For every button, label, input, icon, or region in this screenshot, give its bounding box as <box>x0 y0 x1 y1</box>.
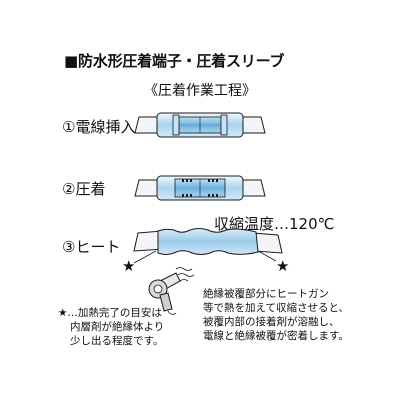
heating-guide-note: ★…加熱完了の目安は 内層剤が絶縁体より 少し出る程度です。 <box>58 306 164 348</box>
sleeve-insert-diagram <box>134 112 266 138</box>
step-crimp-label: ②圧着 <box>62 180 106 198</box>
step-insert-wire-label: ①電線挿入 <box>62 118 136 136</box>
star-icon: ★ <box>276 257 289 275</box>
step-heat-label: ③ヒート <box>62 238 121 256</box>
note-line: 被覆内部の接着剤が溶融し、 <box>203 316 340 328</box>
note-line: ★…加熱完了の目安は <box>58 307 162 319</box>
heat-gun-icon <box>148 267 195 315</box>
shrink-temperature-label: 収縮温度…120℃ <box>214 215 335 233</box>
sleeve-crimp-diagram <box>134 175 266 201</box>
process-subtitle: 《圧着作業工程》 <box>144 83 256 99</box>
note-line: 内層剤が絶縁体より <box>70 321 165 333</box>
star-icon: ★ <box>122 257 135 275</box>
page-title: ■防水形圧着端子・圧着スリーブ <box>64 52 285 70</box>
note-line: 絶縁被覆部分にヒートガン <box>203 288 329 300</box>
leader-right <box>257 250 277 262</box>
note-line: 電線と絶縁被覆が密着します。 <box>203 330 349 342</box>
note-line: 等で熱を加えて収縮させると、 <box>203 302 350 314</box>
crimp-marks <box>182 179 218 197</box>
sleeve-heat-diagram: ★ ★ <box>122 228 289 275</box>
leader-left <box>133 250 157 264</box>
heat-shrink-explanation: 絶縁被覆部分にヒートガン 等で熱を加えて収縮させると、 被覆内部の接着剤が溶融し… <box>203 287 349 343</box>
shrunk-sleeve <box>157 228 259 255</box>
note-line: 少し出る程度です。 <box>70 335 164 347</box>
